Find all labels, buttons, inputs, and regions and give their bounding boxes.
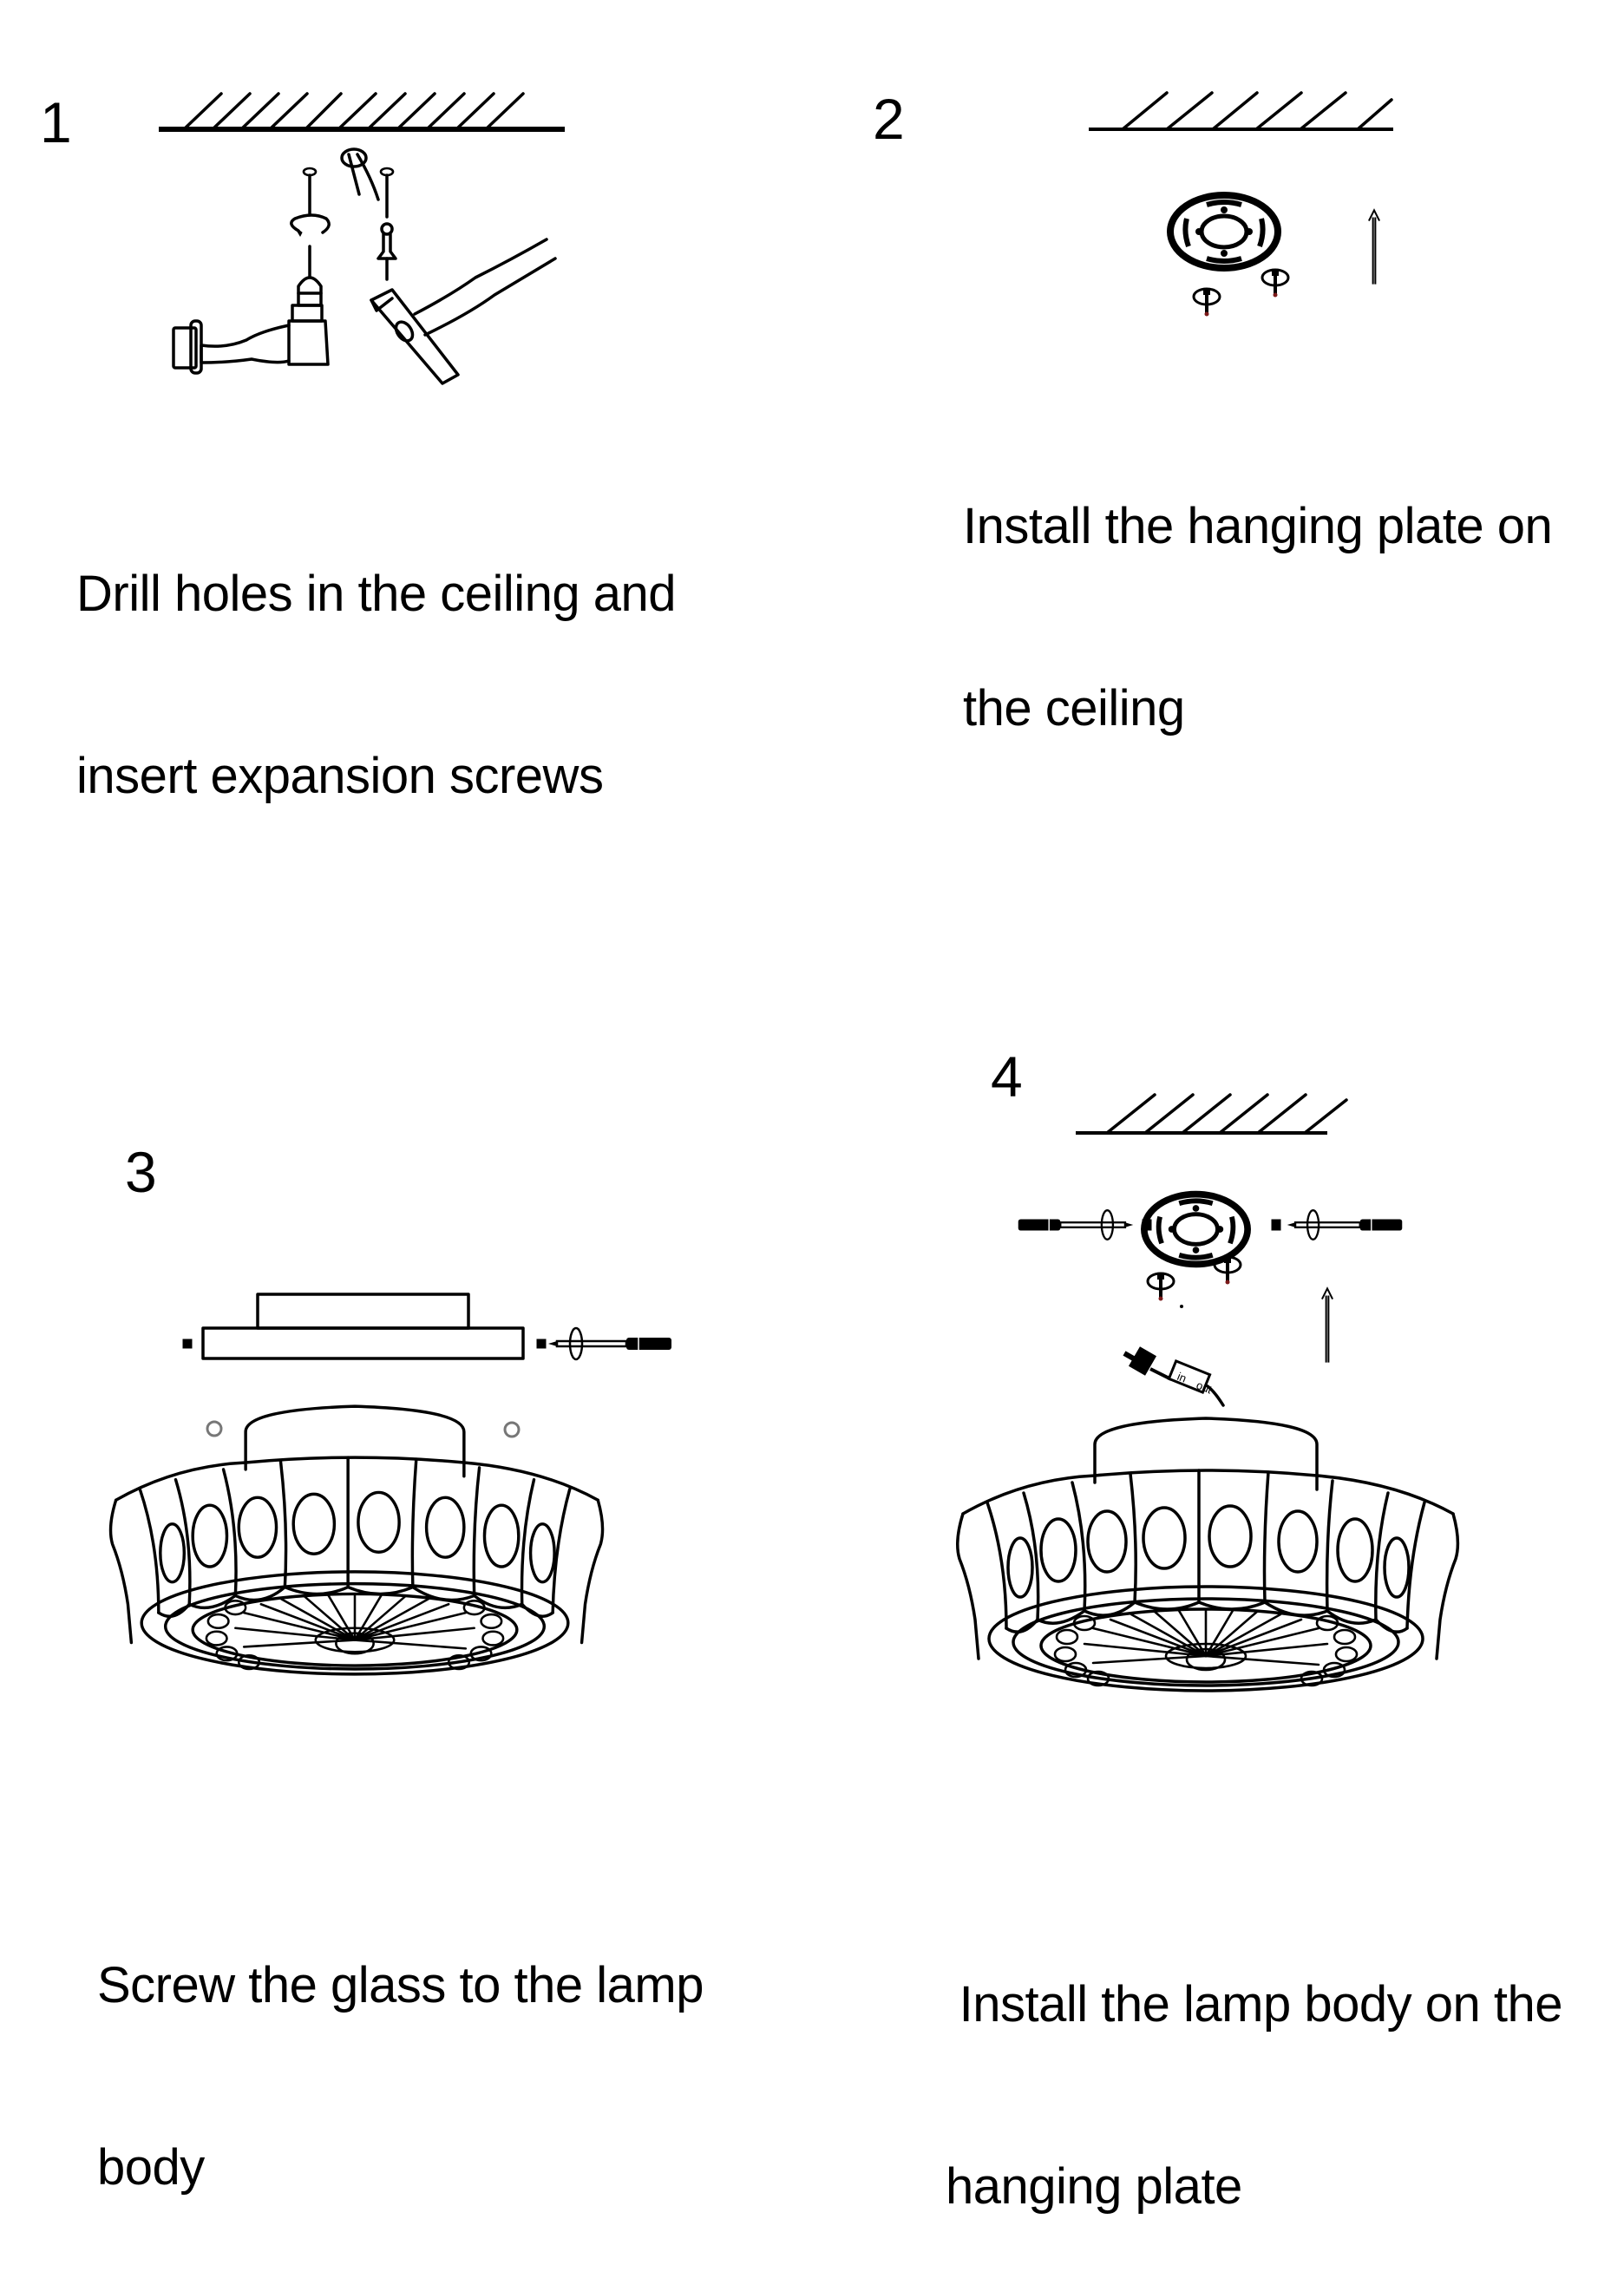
- step-4-instruction: Install the lamp body on the hanging pla…: [946, 1853, 1562, 2278]
- pliers-icon: [340, 147, 380, 201]
- up-arrow-icon: [1367, 208, 1381, 286]
- screw-icon: [1146, 1272, 1175, 1303]
- hammer-icon: [370, 238, 557, 385]
- step-3-illustration: [108, 1293, 673, 1676]
- glass-plate-icon: [201, 1293, 525, 1360]
- screwdriver-icon: [1017, 1208, 1135, 1241]
- hanging-plate-icon: [1170, 195, 1278, 268]
- screw-icon: [536, 1339, 547, 1349]
- drill-icon: [172, 245, 330, 375]
- step-4-line-1: Install the lamp body on the: [946, 1976, 1563, 2033]
- step-1-number: 1: [40, 90, 72, 154]
- step-2-instruction: Install the hanging plate on the ceiling: [963, 375, 1553, 800]
- hanging-plate-icon: [1144, 1195, 1247, 1265]
- step-1-line-1: Drill holes in the ceiling and: [76, 566, 677, 622]
- step-2-line-1: Install the hanging plate on: [963, 498, 1553, 554]
- screw-icon: [1142, 1219, 1152, 1231]
- step-1-illustration: [159, 92, 565, 385]
- screw-icon: [1261, 268, 1290, 299]
- step-4-number: 4: [991, 1044, 1023, 1109]
- screwdriver-icon: [1286, 1208, 1404, 1241]
- step-2-line-2: the ceiling: [963, 680, 1185, 736]
- connector-out-label: out: [1195, 1378, 1215, 1397]
- step-2-illustration: [1089, 91, 1393, 318]
- screwdriver-icon: [547, 1326, 673, 1361]
- ceiling-icon: [159, 92, 565, 132]
- step-1-instruction: Drill holes in the ceiling and insert ex…: [76, 442, 677, 867]
- up-arrow-icon: [1320, 1286, 1334, 1365]
- screw-icon: [1192, 287, 1221, 318]
- ceiling-icon: [1076, 1093, 1348, 1135]
- screw-icon: [182, 1339, 193, 1349]
- step-3-line-2: body: [97, 2139, 205, 2196]
- expansion-screw-icon: [302, 167, 397, 281]
- step-3-instruction: Screw the glass to the lamp body: [97, 1834, 704, 2259]
- lamp-body-icon: [108, 1404, 605, 1676]
- rotate-arrow-icon: [290, 213, 331, 238]
- ceiling-icon: [1089, 91, 1393, 131]
- step-1-line-2: insert expansion screws: [76, 748, 604, 804]
- illustrations: in out: [108, 91, 1460, 1692]
- step-3-line-1: Screw the glass to the lamp: [97, 1957, 704, 2013]
- step-3-number: 3: [125, 1140, 157, 1204]
- connector-icon: in out: [1123, 1346, 1225, 1407]
- step-4-illustration: in out: [955, 1093, 1460, 1692]
- step-2-number: 2: [873, 87, 905, 151]
- screw-icon: [1271, 1219, 1281, 1231]
- step-4-line-2: hanging plate: [946, 2158, 1242, 2215]
- lamp-body-icon: [955, 1417, 1460, 1692]
